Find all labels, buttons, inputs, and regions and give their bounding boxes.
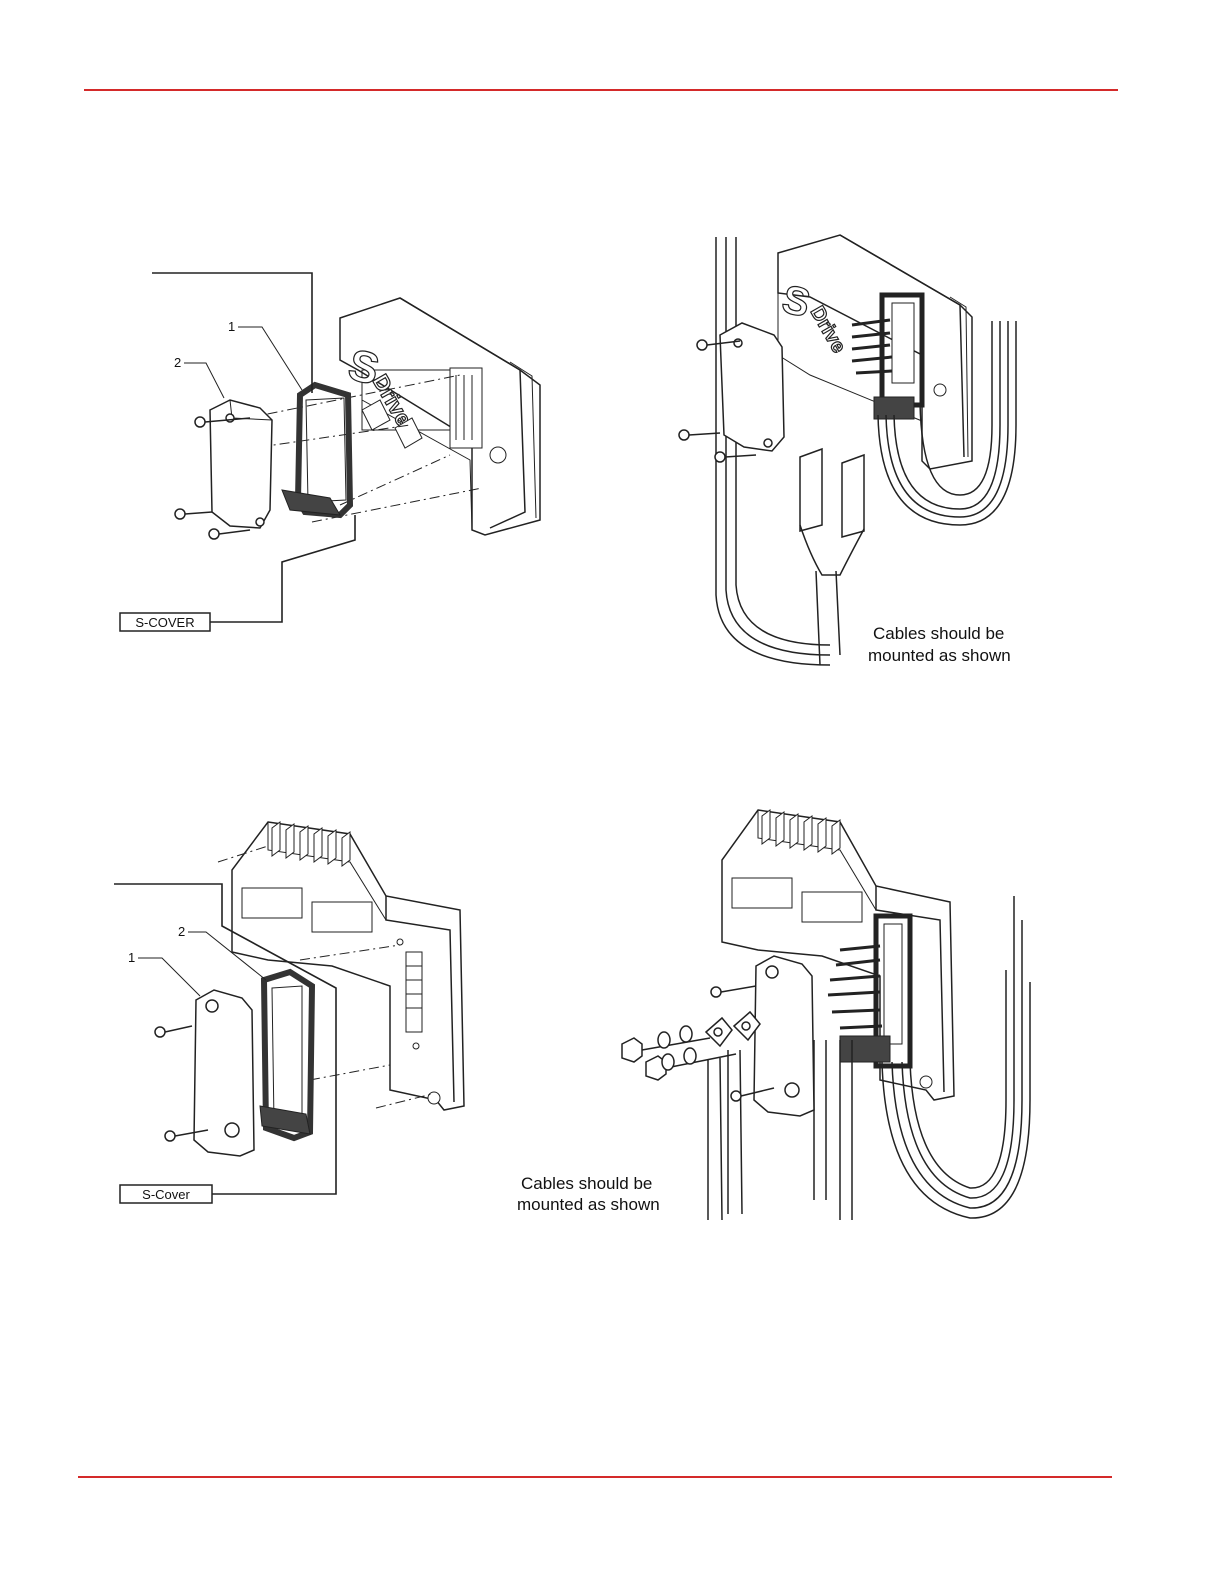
callout-2: 2	[174, 355, 181, 370]
controller-body	[778, 235, 972, 469]
s-cover-box-label: S-Cover	[142, 1187, 190, 1202]
cables-note-line-1: Cables should be	[873, 624, 1004, 643]
s-cover-part	[754, 956, 814, 1116]
cables-note-line-2: mounted as shown	[868, 646, 1011, 665]
figure-s-cover-exploded-top: S Drive S-COVER	[100, 250, 570, 650]
cables-note-line-2: mounted as shown	[517, 1195, 660, 1214]
cables-note-line-1: Cables should be	[521, 1174, 652, 1193]
callout-2: 2	[178, 924, 185, 939]
cable-lugs	[706, 1012, 760, 1046]
figure-s-cover-exploded-bottom: S-Cover 1 2	[100, 810, 490, 1210]
header-rule	[84, 89, 1118, 91]
s-cover-box-label: S-COVER	[135, 615, 194, 630]
callout-1: 1	[228, 319, 235, 334]
figure-cabled-top: S Drive Cables should be mount	[660, 225, 1040, 685]
frame-gasket	[260, 972, 312, 1138]
footer-rule	[78, 1476, 1112, 1478]
plug-connectors	[800, 449, 864, 665]
figure-cabled-bottom: Cables should be mounted as shown	[510, 800, 1040, 1240]
callout-1: 1	[128, 950, 135, 965]
cable-pair-left	[716, 237, 830, 665]
